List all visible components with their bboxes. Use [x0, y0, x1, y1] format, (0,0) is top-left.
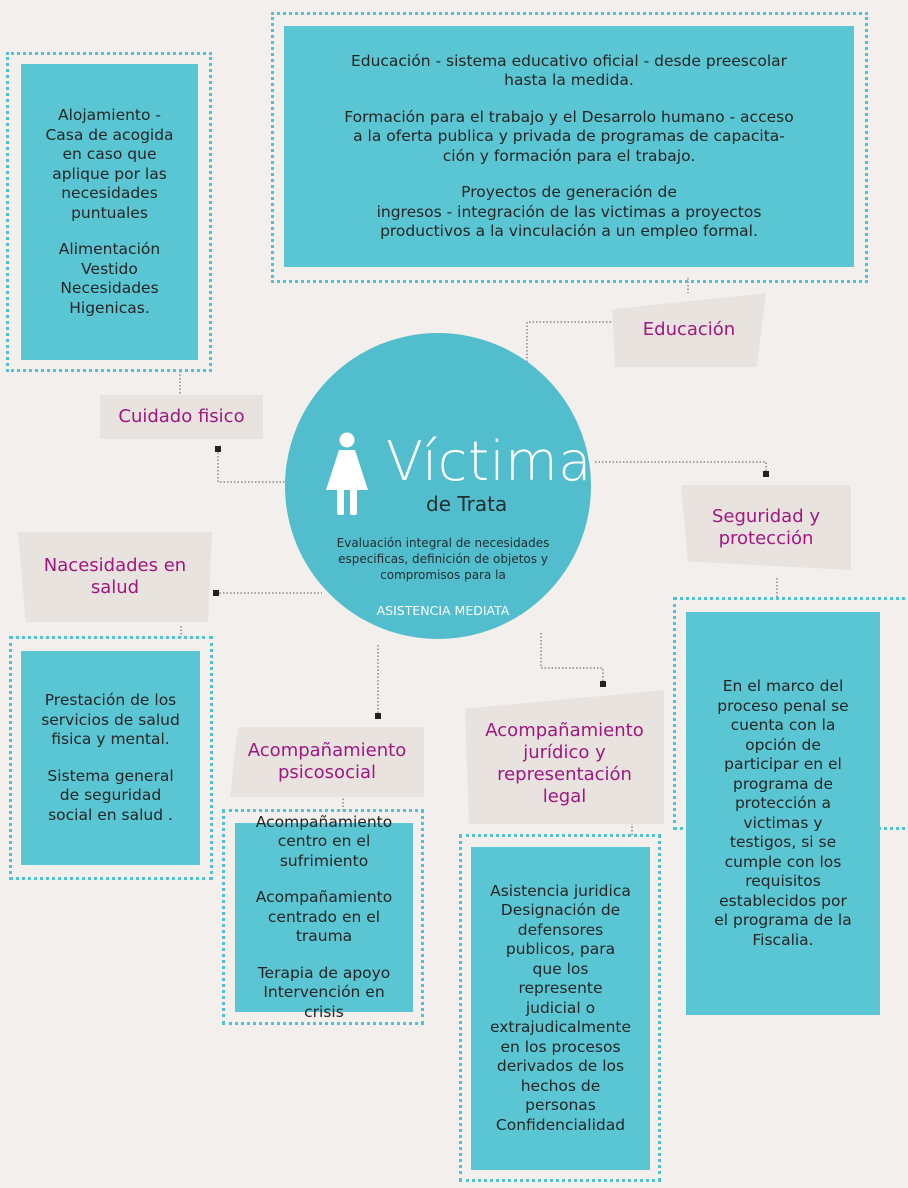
cuidado-text-2: Alimentación Vestido Necesidades Higenic…: [58, 240, 161, 317]
seguridad-text-1: En el marco del proceso penal se cuenta …: [714, 677, 852, 949]
juridico-text-1: Asistencia juridica Designación de defen…: [489, 881, 632, 1134]
psicosocial-box: Acompañamiento centro en el sufrimiento …: [235, 813, 413, 1021]
psicosocial-text-3: Terapia de apoyo Intervención en crisis: [257, 963, 391, 1021]
juridico-box: Asistencia juridica Designación de defen…: [471, 847, 650, 1170]
psicosocial-frame: [222, 809, 424, 1025]
educacion-text-3: Proyectos de generación de ingresos - in…: [376, 183, 762, 240]
salud-label: Nacesidades en salud: [18, 532, 212, 622]
cuidado-text-1: Alojamiento - Casa de acogida en caso qu…: [45, 106, 174, 222]
educacion-text-2: Formación para el trabajo y el Desarrolo…: [344, 107, 794, 165]
educacion-frame: [271, 12, 868, 283]
center-description: Evaluación integral de necesidades espec…: [336, 536, 550, 582]
cuidado-frame: [6, 52, 212, 372]
center-subtitle: de Trata: [426, 492, 508, 516]
salud-text-2: Sistema general de seguridad social en s…: [47, 766, 174, 824]
cuidado-box: Alojamiento - Casa de acogida en caso qu…: [21, 64, 198, 360]
educacion-box: Educación - sistema educativo oficial - …: [284, 26, 854, 267]
woman-icon: [326, 432, 368, 515]
juridico-frame: [459, 834, 661, 1182]
salud-box: Prestación de los servicios de salud fis…: [21, 651, 200, 865]
salud-text-1: Prestación de los servicios de salud fis…: [41, 691, 180, 748]
educacion-text-1: Educación - sistema educativo oficial - …: [350, 51, 788, 90]
cuidado-label: Cuidado fisico: [100, 395, 263, 439]
center-title: Víctima: [386, 430, 592, 493]
seguridad-label: Seguridad y protección: [681, 485, 851, 570]
psicosocial-text-1: Acompañamiento centro en el sufrimiento: [255, 812, 393, 870]
psicosocial-label: Acompañamiento psicosocial: [230, 727, 424, 797]
center-highlight: ASISTENCIA MEDIATA: [376, 603, 510, 618]
psicosocial-text-2: Acompañamiento centrado en el trauma: [255, 888, 393, 946]
seguridad-box: En el marco del proceso penal se cuenta …: [686, 612, 880, 1015]
juridico-label: Acompañamiento jurídico y representación…: [465, 690, 664, 824]
salud-frame: [9, 636, 213, 880]
